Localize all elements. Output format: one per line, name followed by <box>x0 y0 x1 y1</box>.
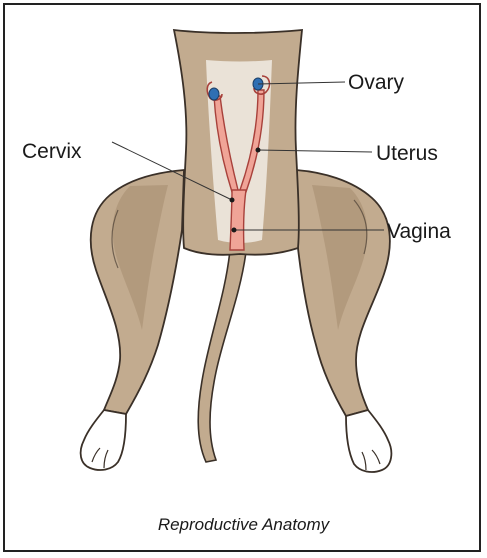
cervix-label: Cervix <box>22 140 82 163</box>
left-paw <box>81 410 126 470</box>
uterus-marker-dot <box>256 148 261 153</box>
left-hind-leg <box>81 170 184 470</box>
figure-caption: Reproductive Anatomy <box>0 515 487 535</box>
tail-shape <box>198 250 246 462</box>
vagina-label: Vagina <box>387 220 451 243</box>
cervix-marker-dot <box>230 198 235 203</box>
vagina-marker-dot <box>232 228 237 233</box>
right-paw <box>346 410 391 472</box>
ovary-label: Ovary <box>348 71 405 94</box>
right-hind-leg <box>296 170 391 472</box>
tail <box>198 250 246 462</box>
left-ovary <box>209 88 219 100</box>
uterus-label: Uterus <box>376 142 438 165</box>
